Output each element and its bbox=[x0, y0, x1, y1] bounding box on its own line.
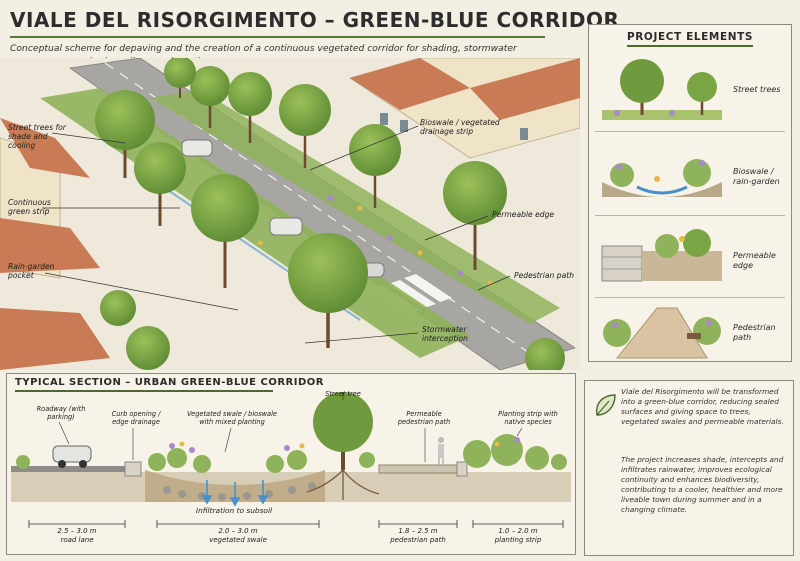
element-pedestrian-path: Pedestrian path bbox=[597, 293, 785, 365]
dimension-range: 2.5 – 3.0 m bbox=[57, 527, 97, 535]
description-paragraph-2: The project increases shade, intercepts … bbox=[621, 455, 784, 514]
dimension-pedestrian-path: 1.8 – 2.5 m pedestrian path bbox=[368, 527, 468, 545]
leaf-icon bbox=[596, 394, 616, 416]
divider bbox=[595, 297, 785, 298]
dimension-road-lane: 2.5 – 3.0 m road lane bbox=[27, 527, 127, 545]
element-label: Pedestrian path bbox=[733, 323, 776, 342]
bioswale-sketch bbox=[602, 159, 722, 197]
section-heading: TYPICAL SECTION – URBAN GREEN-BLUE CORRI… bbox=[15, 377, 324, 388]
permeable-edge-sketch bbox=[601, 229, 722, 282]
callout-stormwater: Stormwater interception bbox=[422, 325, 468, 343]
street-trees bbox=[95, 58, 565, 370]
label-planting-strip: Planting strip with native species bbox=[498, 410, 558, 426]
callout-street-trees: Street trees for shade and cooling bbox=[8, 123, 66, 150]
infiltration-arrows bbox=[201, 480, 269, 507]
element-street-trees: Street trees bbox=[597, 55, 785, 127]
element-label: Permeable edge bbox=[733, 251, 776, 270]
label-street-tree: Street tree bbox=[325, 390, 361, 398]
building-left bbox=[0, 118, 110, 370]
divider bbox=[595, 131, 785, 132]
title-underline bbox=[10, 36, 545, 38]
label-curb-opening: Curb opening / edge drainage bbox=[111, 410, 161, 426]
page-title: VIALE DEL RISORGIMENTO – GREEN-BLUE CORR… bbox=[10, 8, 620, 32]
dimension-range: 1.0 – 2.0 m bbox=[498, 527, 538, 535]
callout-pedestrian-path: Pedestrian path bbox=[514, 271, 575, 280]
dimension-name: planting strip bbox=[494, 536, 542, 544]
section-car bbox=[52, 445, 92, 468]
element-permeable-edge: Permeable edge bbox=[597, 221, 785, 293]
dimension-name: road lane bbox=[60, 536, 94, 544]
element-label: Bioswale / rain-garden bbox=[733, 167, 780, 186]
label-infiltration: Infiltration to subsoil bbox=[195, 506, 273, 515]
dimension-name: vegetated swale bbox=[209, 536, 267, 544]
section-drawing bbox=[11, 392, 571, 528]
dimension-name: pedestrian path bbox=[390, 536, 446, 544]
heading-underline bbox=[627, 45, 753, 47]
element-bioswale: Bioswale / rain-garden bbox=[597, 137, 785, 209]
project-elements-panel: PROJECT ELEMENTS Street trees Bioswale /… bbox=[588, 24, 792, 362]
typical-section-panel: TYPICAL SECTION – URBAN GREEN-BLUE CORRI… bbox=[6, 373, 576, 555]
dimension-range: 1.8 – 2.5 m bbox=[398, 527, 438, 535]
person bbox=[438, 437, 444, 465]
section-heading-underline bbox=[15, 390, 273, 392]
label-roadway: Roadway (with parking) bbox=[36, 405, 86, 421]
callout-rain-garden: Rain-garden pocket bbox=[8, 262, 55, 280]
callout-bioswale: Bioswale / vegetated drainage strip bbox=[420, 118, 500, 136]
dimension-planting-strip: 1.0 – 2.0 m planting strip bbox=[468, 527, 568, 545]
aerial-illustration bbox=[0, 58, 580, 370]
callout-green-strip: Continuous green strip bbox=[8, 198, 51, 216]
dimension-range: 2.0 – 3.0 m bbox=[218, 527, 258, 535]
street-trees-sketch bbox=[602, 59, 722, 120]
project-elements-heading: PROJECT ELEMENTS bbox=[626, 31, 754, 43]
callout-permeable-edge: Permeable edge bbox=[492, 210, 555, 219]
element-label: Street trees bbox=[733, 85, 781, 94]
dimension-swale: 2.0 – 3.0 m vegetated swale bbox=[188, 527, 288, 545]
pedestrian-path-sketch bbox=[603, 307, 721, 359]
label-swale: Vegetated swale / bioswale with mixed pl… bbox=[187, 410, 277, 426]
label-permeable-path: Permeable pedestrian path bbox=[397, 410, 451, 426]
description-panel: Viale del Risorgimento will be transform… bbox=[584, 380, 794, 556]
divider bbox=[595, 215, 785, 216]
building-right bbox=[349, 58, 580, 159]
description-paragraph-1: Viale del Risorgimento will be transform… bbox=[621, 387, 784, 426]
